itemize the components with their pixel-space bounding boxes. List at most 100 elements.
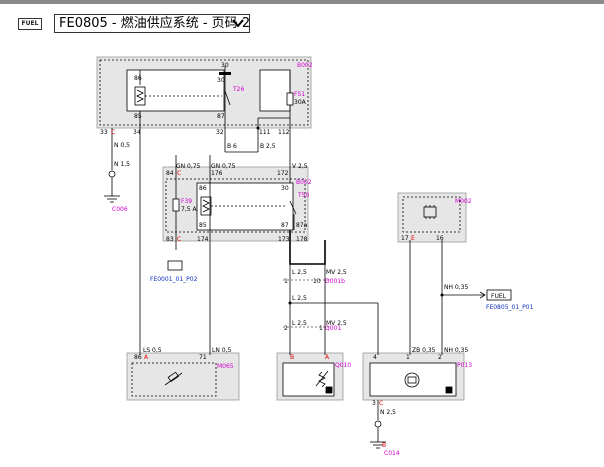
wire-l25-b: L 2,5 xyxy=(292,295,307,302)
pin-mid-87a: 87a xyxy=(296,222,308,229)
wire-n15: N 1,5 xyxy=(114,161,130,168)
pin-mid-172: 172 xyxy=(277,170,289,177)
module-b002-mid: B002 xyxy=(296,179,312,186)
link-fe0001[interactable]: FE0001_01_P02 xyxy=(150,276,198,283)
pin-mid-178: 178 xyxy=(296,236,308,243)
pin-mid-83: 83 xyxy=(166,236,174,243)
pin-p013-c: C xyxy=(379,400,383,407)
feed-wire-thick xyxy=(289,230,326,265)
k26-relay-box xyxy=(126,69,225,112)
pin-mid-c1: C xyxy=(177,170,181,177)
pin-top-30-b: 30 xyxy=(217,77,225,84)
b002-top-dashed xyxy=(99,59,309,126)
pin-top-c: C xyxy=(111,129,115,136)
component-f39: F39 xyxy=(181,198,192,205)
component-f51: F51 xyxy=(294,91,305,98)
pin-q001-2: 2 xyxy=(284,325,288,332)
pin-top-85: 85 xyxy=(134,113,142,120)
wire-zb035: ZB 0,35 xyxy=(412,347,436,354)
module-m065: M065 xyxy=(217,363,234,370)
chevron-down-icon xyxy=(232,19,244,28)
component-q001: Q001 xyxy=(325,325,341,332)
pin-top-32: 32 xyxy=(216,129,224,136)
wire-nh035-b: NH 0,35 xyxy=(444,347,468,354)
pin-mid-c2: C xyxy=(177,236,181,243)
pin-p013-3: 3 xyxy=(372,400,376,407)
pin-m065-86: 86 xyxy=(134,354,142,361)
pin-top-87: 87 xyxy=(217,113,225,120)
link-fe0805[interactable]: FE0805_01_P01 xyxy=(486,304,534,311)
pin-d001b-10: 10 xyxy=(313,278,321,285)
module-b002-top: B002 xyxy=(297,62,313,69)
wire-v25: V 2,5 xyxy=(292,163,308,170)
k26-relay-symbol xyxy=(134,86,231,106)
wire-l25-a: L 2,5 xyxy=(292,269,307,276)
ground-icon-c006 xyxy=(104,170,120,203)
pin-mid-174: 174 xyxy=(197,236,209,243)
wire-gn075-b: GN 0,75 xyxy=(211,163,236,170)
pin-q010-b: B xyxy=(290,354,294,361)
wire-b6: B 6 xyxy=(227,143,237,150)
component-k26: T26 xyxy=(232,86,244,93)
m065-module-box xyxy=(126,352,240,401)
pin-q001-1: 1 xyxy=(319,325,323,332)
arrow-right-icon xyxy=(479,291,486,299)
component-d001b: D001b xyxy=(325,278,345,285)
wire-b25: B 2,5 xyxy=(260,143,276,150)
k50-relay-box xyxy=(196,182,294,231)
sensor-resistor-icon xyxy=(315,370,333,394)
pin-c014-b: B xyxy=(382,442,386,449)
top-bar xyxy=(0,0,604,4)
wire-l25-c: L 2,5 xyxy=(292,320,307,327)
pin-m002-16: 16 xyxy=(436,235,444,242)
module-q010: Q010 xyxy=(335,362,351,369)
pin-mid-84: 84 xyxy=(166,170,174,177)
wire-n05: N 0,5 xyxy=(114,142,130,149)
f51-fuse-box xyxy=(259,69,291,112)
ground-label-c006: C006 xyxy=(112,206,128,213)
wire-gn075-a: GN 0,75 xyxy=(176,163,201,170)
page-title: FE0805 - 燃油供应系统 - 页码 2 xyxy=(59,16,251,31)
f51-fuse-symbol xyxy=(286,92,294,106)
pin-m002-e: E xyxy=(411,235,415,242)
module-m002: M002 xyxy=(455,198,472,205)
fuel-icon: FUEL xyxy=(18,18,42,30)
ground-label-c014: C014 xyxy=(384,450,400,457)
p013-inner xyxy=(369,362,457,397)
pin-top-112: 112 xyxy=(278,129,290,136)
ground-icon-c014 xyxy=(370,420,386,449)
m002-dashed xyxy=(402,196,461,233)
fuel-link-icon xyxy=(486,289,512,301)
component-f51-rating: 30A xyxy=(294,99,307,106)
header: FUEL FE0805 - 燃油供应系统 - 页码 2 xyxy=(0,10,604,38)
module-p013: P013 xyxy=(457,362,472,369)
m002-module-box xyxy=(397,192,467,243)
pin-top-30-a: 30 xyxy=(221,62,229,69)
pin-top-33: 33 xyxy=(100,129,108,136)
b002-mid-dashed xyxy=(165,178,306,233)
f39-fuse-symbol xyxy=(172,198,180,212)
pin-mid-86: 86 xyxy=(199,185,207,192)
page-selector-dropdown[interactable]: FE0805 - 燃油供应系统 - 页码 2 xyxy=(54,14,250,33)
component-k50: T50 xyxy=(297,192,309,199)
splice-dots xyxy=(256,126,444,305)
connector-icon xyxy=(167,260,183,271)
pin-mid-176: 176 xyxy=(211,170,223,177)
pin-mid-173: 173 xyxy=(278,236,290,243)
pin-d001b-1: 1 xyxy=(284,278,288,285)
pin-m002-17: 17 xyxy=(401,235,409,242)
pin-p013-4: 4 xyxy=(373,354,377,361)
wire-mv25-b: MV 2,5 xyxy=(326,320,347,327)
pin-mid-85: 85 xyxy=(199,222,207,229)
injector-icon xyxy=(164,371,183,386)
pin-p013-1: 1 xyxy=(406,354,410,361)
chip-icon xyxy=(423,205,437,219)
motor-icon xyxy=(404,372,453,394)
wire-ls05: LS 0,5 xyxy=(143,347,162,354)
k50-relay-symbol xyxy=(200,196,297,230)
m065-dashed xyxy=(131,362,217,397)
top-30-terminal xyxy=(219,72,231,75)
wire-n25: N 2,5 xyxy=(380,409,396,416)
pin-top-111: 111 xyxy=(259,129,271,136)
